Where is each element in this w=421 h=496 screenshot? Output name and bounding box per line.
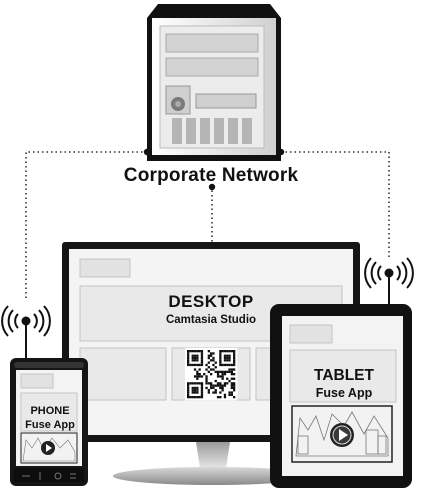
tablet-subtitle: Fuse App	[315, 386, 373, 400]
server-icon	[147, 4, 281, 161]
desktop-left-panel	[79, 347, 167, 401]
desktop-subtitle: Camtasia Studio	[165, 314, 257, 326]
connector-right	[281, 151, 390, 258]
network-label: Corporate Network	[123, 165, 299, 186]
phone-subtitle: Fuse App	[25, 419, 75, 431]
wireless-signal-icon-left	[1, 305, 51, 360]
connector-node-center	[208, 183, 216, 191]
qr-code-icon	[185, 348, 238, 401]
tablet-device	[270, 304, 412, 488]
phone-device	[10, 358, 88, 486]
monitor-stand-base	[113, 467, 313, 485]
phone-title: PHONE	[30, 405, 70, 417]
wireless-signal-icon-right	[364, 257, 414, 305]
connector-lines	[25, 151, 390, 300]
tablet-title: TABLET	[314, 367, 374, 384]
desktop-title: DESKTOP	[168, 292, 254, 311]
desktop-tab-placeholder	[79, 258, 131, 278]
monitor-stand-neck	[196, 442, 230, 468]
